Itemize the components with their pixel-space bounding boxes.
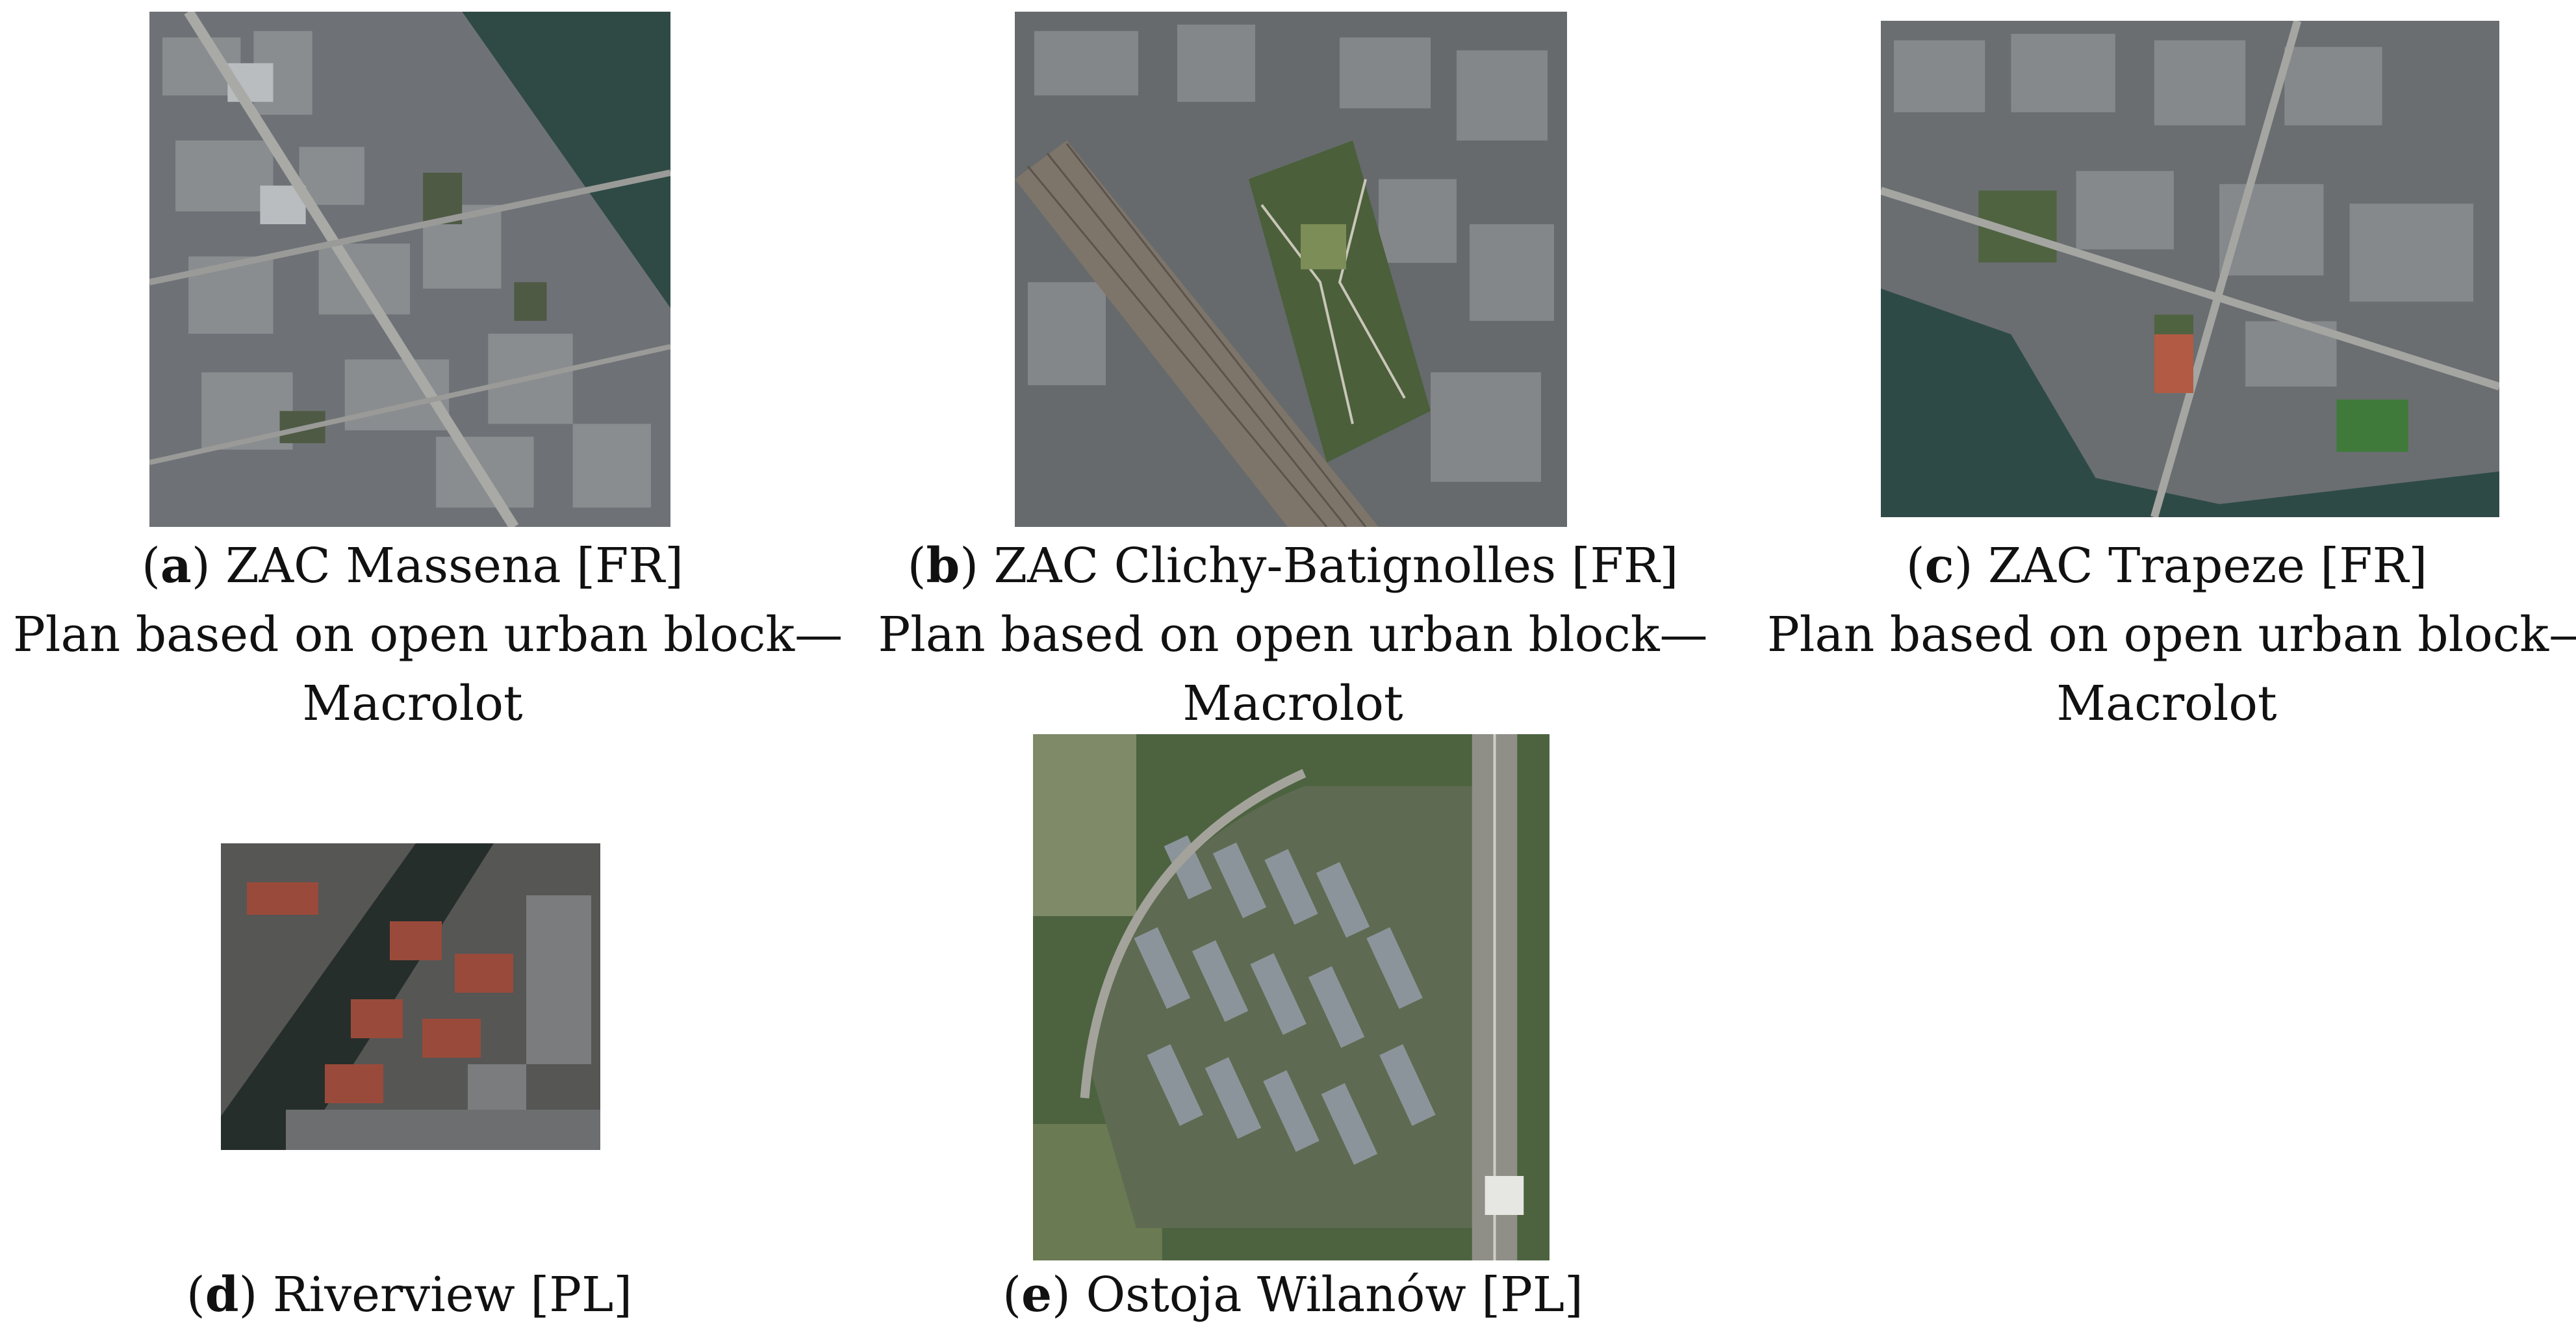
panel-description-c-line2: Macrolot (2056, 676, 2277, 732)
panel-label-c: c (1924, 538, 1954, 594)
caption-panel-e: (e) Ostoja Wilanów [PL] (1002, 1267, 1583, 1323)
panel-label-e: e (1021, 1267, 1052, 1323)
panel-description-b: Plan based on open urban block— (878, 607, 1708, 663)
caption-panel-b: (b) ZAC Clichy-Batignolles [FR] Plan bas… (864, 531, 1722, 738)
aerial-photo-zac-trapeze (1881, 21, 2499, 517)
panel-title-c: ZAC Trapeze [FR] (1988, 538, 2428, 594)
panel-description-c: Plan based on open urban block— (1767, 607, 2576, 663)
panel-description-b-line2: Macrolot (1182, 676, 1403, 732)
caption-panel-a: (a) ZAC Massena [FR] Plan based on open … (13, 531, 843, 738)
caption-panel-c: (c) ZAC Trapeze [FR] Plan based on open … (1767, 531, 2576, 738)
aerial-photo-ostoja-wilanow (1033, 734, 1549, 1260)
aerial-photo-zac-massena (149, 12, 670, 527)
caption-panel-d: (d) Riverview [PL] (186, 1267, 633, 1323)
panel-title-d: Riverview [PL] (272, 1267, 633, 1323)
panel-description-a-line2: Macrolot (302, 676, 523, 732)
panel-title-e: Ostoja Wilanów [PL] (1086, 1267, 1583, 1323)
panel-title-b: ZAC Clichy-Batignolles [FR] (993, 538, 1679, 594)
panel-title-a: ZAC Massena [FR] (225, 538, 683, 594)
panel-label-a: a (160, 538, 192, 594)
panel-label-d: d (205, 1267, 239, 1323)
panel-label-b: b (926, 538, 960, 594)
panel-description-a: Plan based on open urban block— (13, 607, 843, 663)
aerial-photo-zac-clichy-batignolles (1015, 12, 1567, 527)
aerial-photo-riverview (221, 843, 600, 1150)
